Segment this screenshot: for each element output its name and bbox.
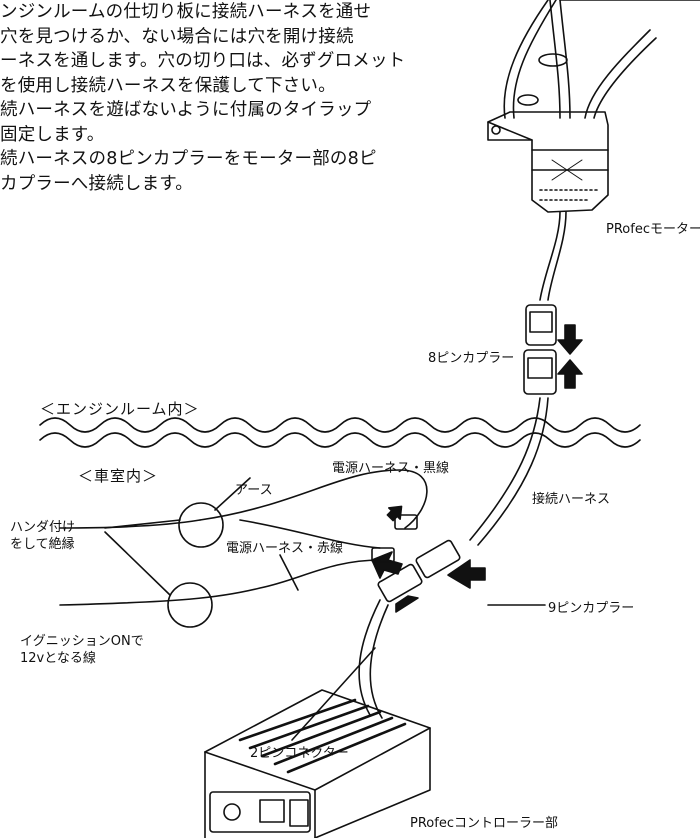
label-coupler-8pin: 8ピンカプラー — [428, 351, 515, 366]
motor-cable — [549, 0, 561, 119]
power-harness-black — [59, 519, 201, 529]
label-cabin: ＜車室内＞ — [78, 467, 159, 485]
controller-unit — [204, 689, 431, 838]
motor-cable — [593, 37, 657, 119]
label-power-black: 電源ハーネス・黒線 — [332, 461, 450, 476]
motor-harness — [539, 211, 561, 301]
arrow-up-icon — [557, 359, 583, 389]
connection-harness — [469, 397, 541, 541]
arrow-icon — [447, 559, 486, 589]
instruction-line: ーネスを通します。穴の切り口は、必ずグロメット — [0, 51, 406, 71]
label-solder-2: をして絶縁 — [10, 537, 75, 552]
label-solder-1: ハンダ付け — [10, 520, 76, 535]
arrow-icon — [395, 595, 419, 613]
firewall-line — [39, 432, 641, 448]
label-controller-unit: PRofecコントローラー部 — [410, 816, 558, 831]
leader-line — [279, 554, 299, 591]
connector-2pin — [371, 514, 418, 563]
label-connection-harness: 接続ハーネス — [532, 492, 611, 507]
motor-cable — [512, 0, 557, 119]
label-power-red: 電源ハーネス・赤線 — [226, 541, 344, 556]
coupler-8pin — [523, 304, 557, 395]
label-motor-unit: PRofecモーター部 — [606, 222, 700, 237]
instruction-line: カプラーへ接続します。 — [0, 173, 193, 194]
controller-harness — [369, 604, 389, 719]
power-harness-red — [239, 519, 381, 549]
leader-line — [104, 519, 181, 529]
label-ground: アース — [235, 483, 273, 498]
motor-cable — [503, 0, 549, 119]
motor-harness — [547, 211, 567, 301]
label-ignition-1: イグニッションONで — [20, 634, 144, 649]
instruction-line: 続ハーネスの8ピンカプラーをモーター部の8ピ — [0, 149, 377, 169]
power-harness-black — [199, 469, 428, 529]
arrow-icon — [371, 551, 403, 579]
arrow-down-icon — [557, 324, 583, 355]
firewall-line-2 — [39, 417, 641, 433]
instruction-line: 続ハーネスを遊ばないように付属のタイラップ — [0, 100, 372, 120]
label-coupler-9pin: 9ピンカプラー — [548, 601, 635, 616]
motor-cable — [559, 0, 571, 119]
instruction-text: ンジンルームの仕切り板に接続ハーネスを通せ 穴を見つけるか、ない場合には穴を開け… — [0, 0, 440, 196]
label-connector-2pin: 2ピンコネクター — [250, 746, 349, 761]
leader-line — [104, 531, 171, 596]
controller-harness — [358, 599, 381, 716]
power-harness-red — [59, 559, 381, 606]
grommet — [538, 53, 568, 67]
solder-circle — [167, 582, 213, 628]
instruction-line: ンジンルームの仕切り板に接続ハーネスを通せ — [0, 2, 372, 22]
grommet — [517, 94, 539, 106]
leader-line — [214, 477, 251, 511]
label-engine-room: ＜エンジンルーム内＞ — [40, 400, 200, 418]
label-ignition-2: 12vとなる線 — [20, 651, 96, 666]
motor-unit — [487, 111, 609, 213]
arrow-icon — [386, 505, 403, 522]
instruction-line: 固定します。 — [0, 124, 105, 145]
instruction-line: 穴を見つけるか、ない場合には穴を開け接続 — [0, 26, 354, 47]
connection-harness — [477, 397, 549, 546]
solder-circle — [178, 502, 224, 548]
instruction-line: を使用し接続ハーネスを保護して下さい。 — [0, 75, 336, 96]
motor-cable — [584, 29, 651, 119]
